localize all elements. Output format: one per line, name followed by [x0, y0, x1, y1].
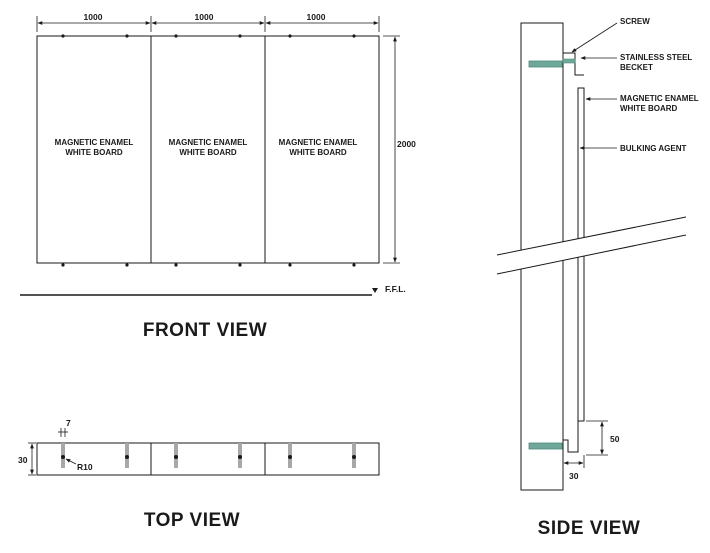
depth-dim: 30 [18, 455, 28, 465]
screw-label: SCREW [620, 17, 650, 26]
floor-label: F.F.L. [385, 284, 406, 294]
height-dim: 2000 [397, 139, 416, 149]
panel-1-label-line2: WHITE BOARD [65, 148, 123, 157]
offset-30-dim: 30 [569, 471, 579, 481]
top-anchor [528, 60, 563, 68]
bottom-anchor [528, 442, 563, 450]
panel-1-label-line1: MAGNETIC ENAMEL [55, 138, 134, 147]
panel-2-label-line2: WHITE BOARD [179, 148, 237, 157]
break-line-bottom [496, 234, 687, 275]
panel-2-label-line1: MAGNETIC ENAMEL [169, 138, 248, 147]
front-fixing-dots [61, 34, 356, 267]
bracket-label-line2: BECKET [620, 63, 653, 72]
top-view-posts [61, 443, 356, 468]
top-view: 7 R10 30 TOP VIEW [18, 418, 380, 531]
side-view: SCREW STAINLESS STEEL BECKET MAGNETIC EN… [496, 17, 699, 539]
floor-marker-icon [372, 288, 378, 293]
top-view-title: TOP VIEW [144, 510, 240, 531]
front-view: MAGNETIC ENAMEL WHITE BOARD MAGNETIC ENA… [20, 12, 416, 341]
side-view-title: SIDE VIEW [538, 518, 641, 539]
front-view-title: FRONT VIEW [143, 320, 267, 341]
screw-leader [571, 22, 618, 53]
board-label-line2: WHITE BOARD [620, 104, 678, 113]
top-bracket [563, 52, 584, 76]
break-line-top [496, 216, 687, 256]
panel-3-label-line2: WHITE BOARD [289, 148, 347, 157]
width-dim-1: 1000 [84, 12, 103, 22]
board-label-line1: MAGNETIC ENAMEL [620, 94, 699, 103]
radius-leader [65, 458, 77, 465]
gap-dim: 7 [66, 418, 71, 428]
top-view-outline [36, 442, 380, 476]
width-dim-3: 1000 [307, 12, 326, 22]
width-dim-2: 1000 [195, 12, 214, 22]
radius-dim: R10 [77, 462, 93, 472]
panel-3-label-line1: MAGNETIC ENAMEL [279, 138, 358, 147]
bottom-bracket [563, 421, 579, 453]
front-panel-3 [264, 35, 380, 264]
top-view-screws [61, 455, 356, 459]
bulking-label: BULKING AGENT [620, 144, 686, 153]
bracket-label-line1: STAINLESS STEEL [620, 53, 692, 62]
height-50-dim: 50 [610, 434, 620, 444]
